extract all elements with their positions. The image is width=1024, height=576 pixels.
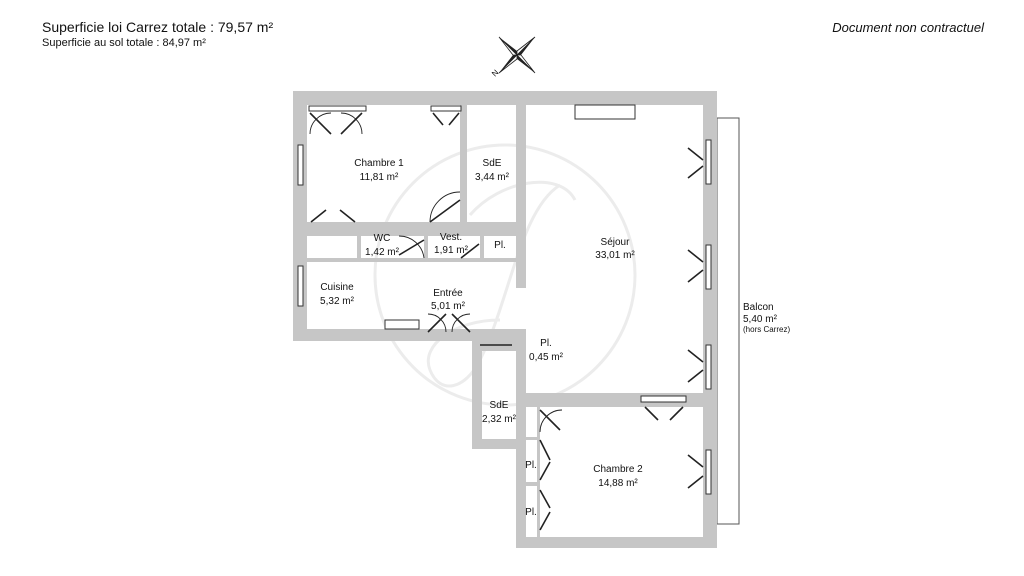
windows <box>297 104 712 495</box>
exterior-walls <box>293 91 717 548</box>
room-vestiaire: Vest. 1,91 m² <box>434 232 469 256</box>
room-placard-3: Pl. <box>525 460 537 471</box>
room-name: Chambre 1 <box>354 158 404 169</box>
room-balcon: Balcon 5,40 m² (hors Carrez) <box>743 302 790 334</box>
door-swings <box>309 112 704 531</box>
room-name: SdE <box>483 158 502 169</box>
watermark-logo <box>373 143 637 407</box>
room-area: 2,32 m² <box>482 414 517 425</box>
room-entree: Entrée 5,01 m² <box>431 288 466 312</box>
room-name: Chambre 2 <box>593 464 643 475</box>
total-floor-area: Superficie au sol totale : 84,97 m² <box>42 37 206 49</box>
room-area: 1,42 m² <box>365 247 400 258</box>
room-area: 33,01 m² <box>595 250 635 261</box>
room-wc: WC 1,42 m² <box>365 233 400 258</box>
room-area: 5,01 m² <box>431 301 466 312</box>
room-area: 1,91 m² <box>434 245 469 256</box>
compass-rose-icon: N <box>490 36 536 79</box>
room-area: 0,45 m² <box>529 352 564 363</box>
room-placard-4: Pl. <box>525 507 537 518</box>
room-placard-1: Pl. <box>494 240 506 251</box>
room-area: 3,44 m² <box>475 172 510 183</box>
room-area: 11,81 m² <box>360 172 399 183</box>
room-area: 14,88 m² <box>598 478 638 489</box>
room-name: Cuisine <box>320 282 354 293</box>
room-name: Séjour <box>601 237 631 248</box>
room-name: Pl. <box>494 240 506 251</box>
room-note: (hors Carrez) <box>743 325 790 334</box>
balcony-outline <box>716 117 740 525</box>
room-sde-1: SdE 3,44 m² <box>475 158 510 183</box>
room-name: Balcon <box>743 302 774 313</box>
room-cuisine: Cuisine 5,32 m² <box>320 282 355 307</box>
room-name: Pl. <box>525 460 537 471</box>
disclaimer: Document non contractuel <box>832 20 984 35</box>
room-chambre-1: Chambre 1 11,81 m² <box>354 158 404 183</box>
room-name: Pl. <box>525 507 537 518</box>
total-carrez-area: Superficie loi Carrez totale : 79,57 m² <box>42 19 274 35</box>
room-placard-2: Pl. 0,45 m² <box>529 338 564 363</box>
interior-walls <box>307 105 703 537</box>
room-name: SdE <box>490 400 509 411</box>
room-area: 5,40 m² <box>743 314 778 325</box>
room-name: WC <box>374 233 391 244</box>
compass-north-label: N <box>490 68 501 79</box>
room-name: Entrée <box>433 288 463 299</box>
room-chambre-2: Chambre 2 14,88 m² <box>593 464 643 489</box>
room-name: Pl. <box>540 338 552 349</box>
room-area: 5,32 m² <box>320 296 355 307</box>
room-sde-2: SdE 2,32 m² <box>482 400 517 425</box>
room-sejour: Séjour 33,01 m² <box>595 237 635 261</box>
room-name: Vest. <box>440 232 462 243</box>
